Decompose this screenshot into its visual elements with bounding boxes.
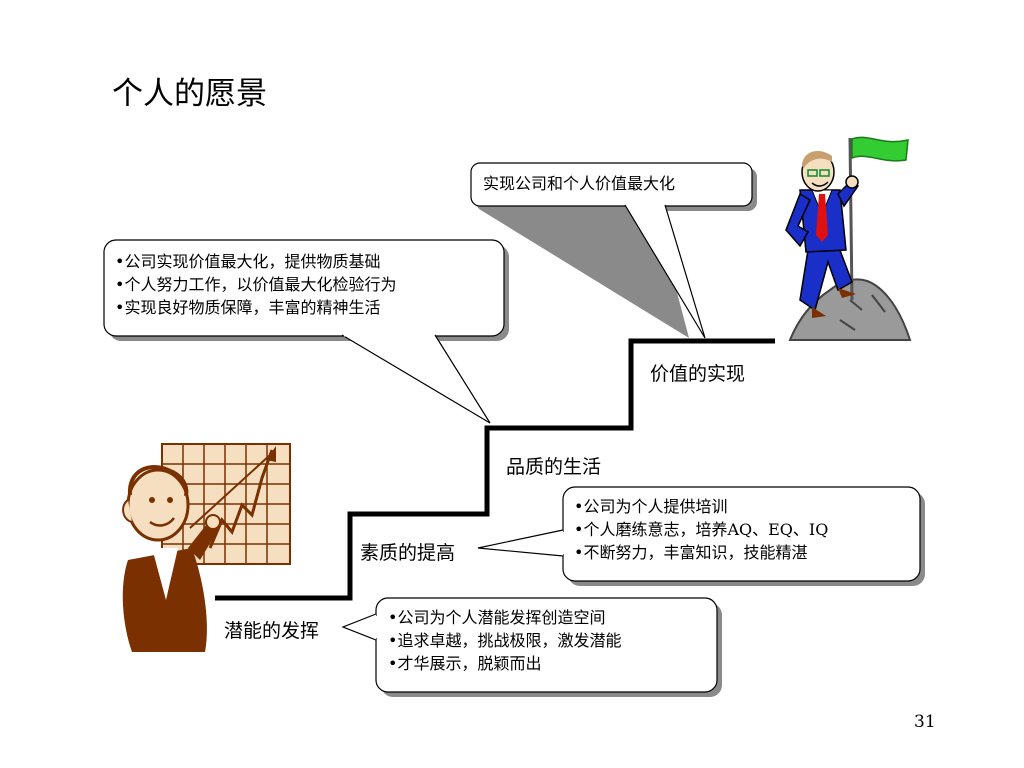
callout-bottom <box>341 597 722 697</box>
step-label-potential: 潜能的发挥 <box>224 620 320 642</box>
callout-middle <box>477 486 925 586</box>
slide-title: 个人的愿景 <box>112 76 267 112</box>
step-label-quality-improvement: 素质的提高 <box>360 542 456 564</box>
callout-middle-line: •不断努力，丰富知识，技能精湛 <box>574 543 808 562</box>
callout-top-line: 实现公司和个人价值最大化 <box>483 174 676 193</box>
callout-bottom-text: •公司为个人潜能发挥创造空间 •追求卓越，挑战极限，激发潜能 •才华展示，脱颖而… <box>388 606 621 675</box>
callout-bottom-line: •追求卓越，挑战极限，激发潜能 <box>388 631 622 650</box>
callout-middle-text: •公司为个人提供培训 •个人磨练意志，培养AQ、EQ、IQ •不断努力，丰富知识… <box>574 495 828 564</box>
callout-bottom-line: •公司为个人潜能发挥创造空间 <box>388 608 606 627</box>
callout-middle-line: •公司为个人提供培训 <box>574 497 728 516</box>
presenter-illustration <box>122 443 291 652</box>
callout-left-line: •公司实现价值最大化，提供物质基础 <box>115 252 381 271</box>
climber-illustration <box>785 136 912 341</box>
staircase-line <box>215 338 775 601</box>
step-label-quality-life: 品质的生活 <box>506 456 602 478</box>
callout-top-text: 实现公司和个人价值最大化 <box>483 172 675 195</box>
callout-left <box>103 239 509 424</box>
callout-left-line: •实现良好物质保障，丰富的精神生活 <box>115 298 381 317</box>
callout-top <box>470 162 757 339</box>
step-label-value-realization: 价值的实现 <box>650 363 746 385</box>
page-number: 31 <box>914 712 936 732</box>
callout-middle-line: •个人磨练意志，培养AQ、EQ、IQ <box>574 520 829 539</box>
callout-left-line: •个人努力工作，以价值最大化检验行为 <box>115 275 397 294</box>
callout-left-text: •公司实现价值最大化，提供物质基础 •个人努力工作，以价值最大化检验行为 •实现… <box>115 250 396 319</box>
callout-bottom-line: •才华展示，脱颖而出 <box>388 654 542 673</box>
